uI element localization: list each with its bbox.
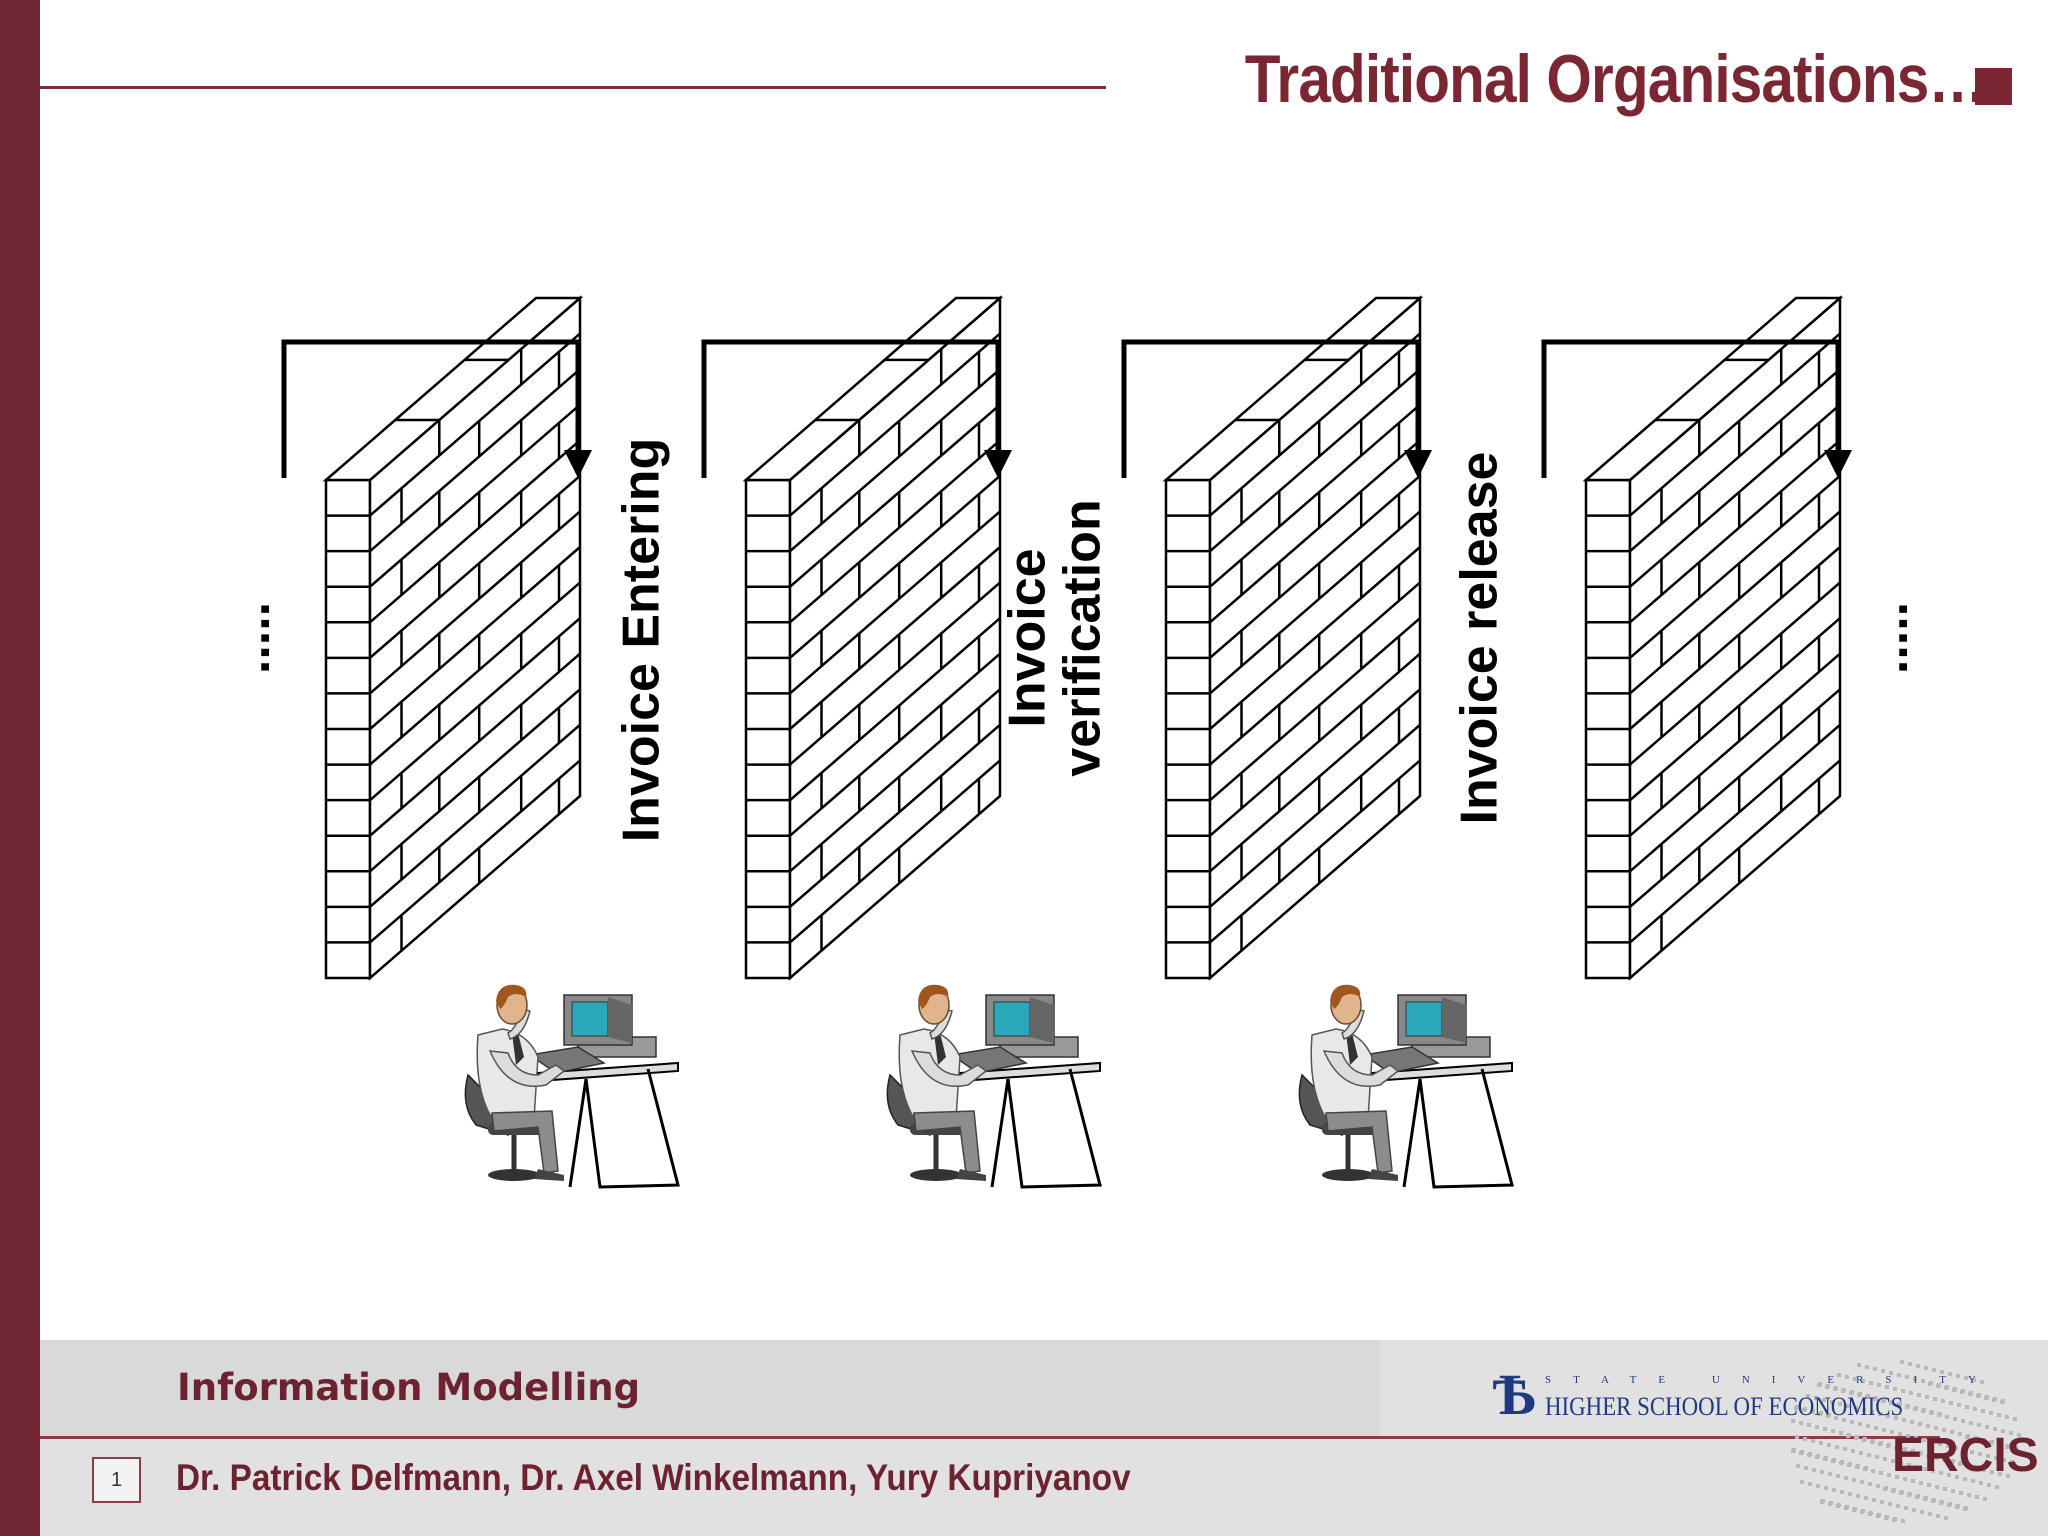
office-worker-at-computer-icon: [886, 984, 1102, 1189]
office-worker-at-computer-icon: [464, 984, 680, 1189]
footer-rule: [40, 1436, 1940, 1439]
title-square-icon: [1975, 68, 2012, 105]
handover-arrow-icon: [1121, 339, 1432, 478]
handover-arrow-icon: [1541, 339, 1852, 478]
handover-arrow-icon: [281, 339, 592, 478]
title-rule: [40, 86, 1106, 89]
hse-subtitle: STATE UNIVERSITY: [1545, 1374, 1998, 1386]
brick-wall-icon: [1582, 295, 1844, 981]
hse-logo-icon: Ѣ: [1492, 1362, 1537, 1427]
page-number: 1: [92, 1457, 141, 1503]
footer-band: [40, 1340, 1380, 1436]
logos: Ѣ STATE UNIVERSITY HIGHER SCHOOL OF ECON…: [1450, 1340, 2048, 1536]
brick-wall-icon: [322, 295, 584, 981]
label-invoice-entering: Invoice Entering: [612, 437, 671, 843]
authors: Dr. Patrick Delfmann, Dr. Axel Winkelman…: [176, 1457, 1131, 1498]
ellipsis-right: .....: [1861, 601, 1919, 675]
course-title: Information Modelling: [177, 1366, 641, 1409]
footer: Information Modelling 1 Dr. Patrick Delf…: [40, 1340, 2048, 1536]
handover-arrow-icon: [701, 339, 1012, 478]
label-invoice-verification: Invoice verification: [998, 499, 1111, 777]
brick-wall-icon: [1162, 295, 1424, 981]
hse-name: HIGHER SCHOOL OF ECONOMICS: [1545, 1392, 1904, 1421]
label-invoice-release: Invoice release: [1450, 451, 1509, 825]
brick-wall-icon: [742, 295, 1004, 981]
ellipsis-left: .....: [223, 601, 281, 675]
europe-map-icon: [1791, 1360, 2021, 1523]
left-accent-bar: [0, 0, 40, 1536]
slide-title: Traditional Organisations…: [1244, 41, 1987, 117]
office-worker-at-computer-icon: [1298, 984, 1514, 1189]
ercis-logo: ERCIS: [1892, 1429, 2039, 1482]
